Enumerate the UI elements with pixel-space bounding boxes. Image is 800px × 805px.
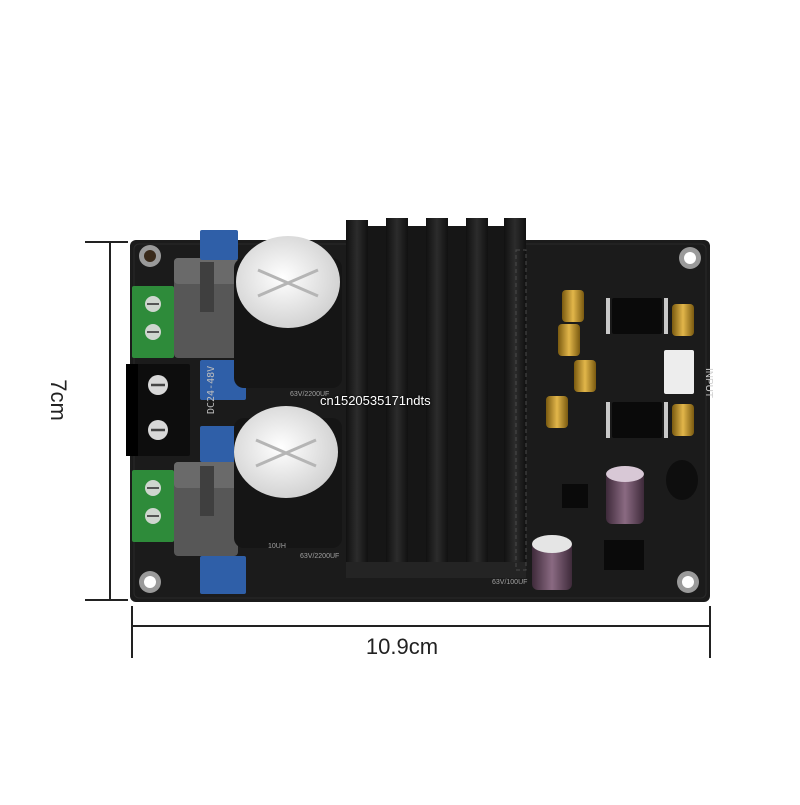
- speaker-terminal-top: [132, 286, 174, 358]
- heatsink: [346, 218, 526, 578]
- input-connector: [664, 350, 694, 394]
- small-gold-capacitors: [546, 290, 694, 436]
- dimension-lines: [85, 241, 711, 658]
- heatsink-fin-5: [504, 218, 526, 574]
- small-capacitor-label: 63V/100UF: [492, 579, 527, 586]
- heatsink-fin-3: [426, 218, 448, 574]
- inductor-top: [174, 258, 238, 358]
- main-capacitor-top: [234, 236, 342, 388]
- opamp-chip-1: [606, 298, 668, 334]
- opamp-chip-2: [606, 402, 668, 438]
- power-terminal: [126, 364, 190, 456]
- blue-cap-1: [200, 230, 238, 260]
- heatsink-fin-1: [346, 220, 368, 574]
- heatsink-fin-4: [466, 218, 488, 574]
- blue-cap-4: [200, 556, 246, 594]
- purple-capacitor-2: [532, 540, 572, 590]
- inductor-label: 10UH: [268, 543, 286, 550]
- speaker-terminal-bottom: [132, 470, 174, 542]
- capacitor-label-2: 63V/2200UF: [300, 553, 339, 560]
- heatsink-fin-2: [386, 218, 408, 574]
- regulator-chip: [604, 540, 644, 570]
- width-dimension-label: 10.9cm: [365, 634, 439, 659]
- purple-capacitor-1: [606, 472, 644, 524]
- power-input-label: DC24-48V: [206, 366, 217, 414]
- small-choke: [666, 460, 698, 500]
- mounting-holes: [139, 245, 701, 593]
- main-capacitor-bottom: [234, 406, 342, 548]
- capacitor-label-1: 63V/2200UF: [290, 391, 329, 398]
- input-label: INPUT: [703, 368, 714, 398]
- inductor-bottom: [174, 462, 238, 556]
- height-dimension-label: 7cm: [46, 379, 71, 421]
- transistor: [562, 484, 588, 508]
- watermark-text: cn1520535171ndts: [320, 393, 431, 408]
